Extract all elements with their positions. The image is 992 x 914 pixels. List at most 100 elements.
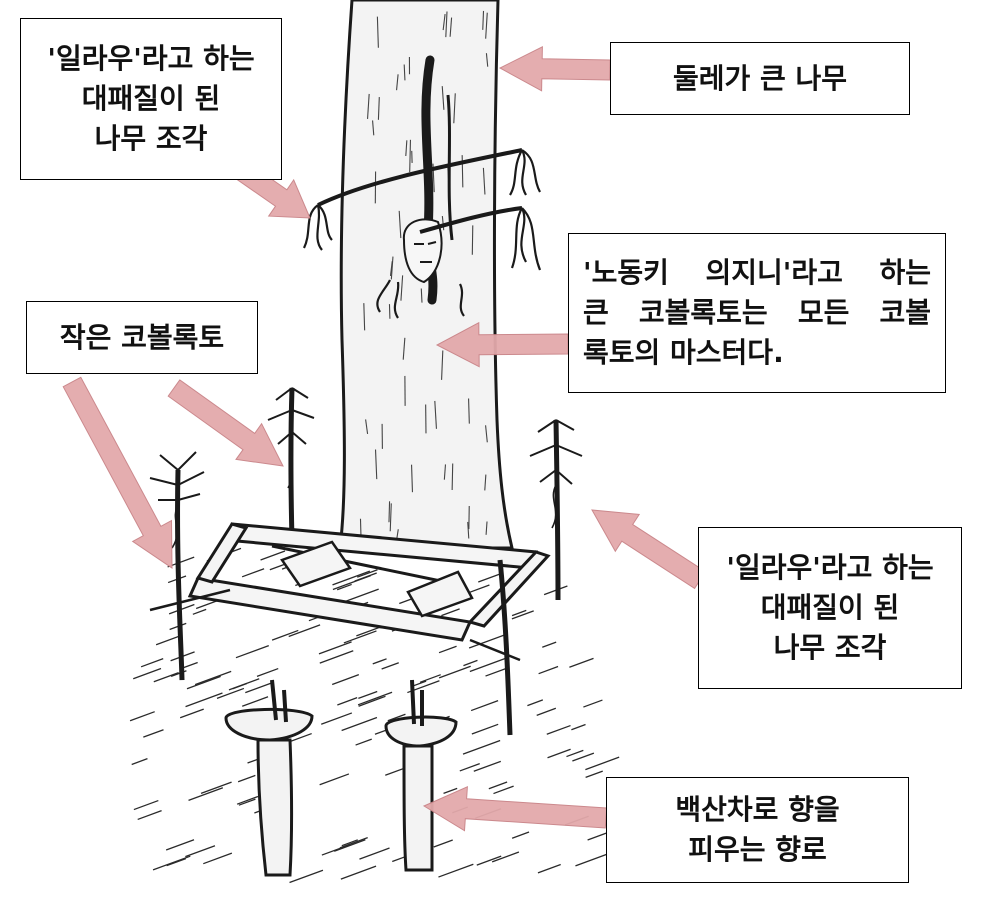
hatch-stroke (216, 687, 245, 699)
hatch-stroke (152, 855, 191, 871)
bark-stroke (390, 256, 394, 280)
hatch-stroke (334, 839, 366, 852)
hatch-stroke (536, 707, 557, 716)
bark-stroke (409, 139, 412, 173)
hatch-stroke (192, 608, 207, 615)
label-line: 나무 조각 (94, 121, 208, 155)
label-big-tree: 둘레가 큰 나무 (610, 42, 910, 115)
hatch-stroke (357, 691, 393, 706)
hatch-stroke (165, 839, 195, 851)
bark-stroke (443, 464, 447, 480)
bark-stroke (366, 93, 370, 119)
bark-stroke (485, 53, 489, 67)
hatch-stroke (438, 665, 471, 679)
hatch-stroke (511, 610, 534, 620)
bark-stroke (363, 303, 366, 331)
hatch-stroke (133, 799, 159, 811)
hatch-stroke (358, 695, 386, 707)
bark-stroke (376, 16, 379, 48)
bark-stroke (420, 288, 423, 303)
bark-stroke (400, 275, 404, 301)
annotation-arrows (62, 45, 707, 832)
hatch-stroke (476, 855, 502, 866)
hatch-stroke (575, 852, 611, 867)
hatch-stroke (185, 845, 216, 858)
hatch-stroke (473, 760, 502, 772)
hatch-stroke (319, 773, 350, 786)
label-line: 큰 코볼록토는 모든 코볼 (583, 296, 931, 330)
hatch-stroke (185, 692, 223, 708)
bark-stroke (389, 261, 393, 276)
hatch-stroke (331, 674, 360, 686)
pointer-arrow (435, 321, 569, 368)
pointer-arrow (62, 376, 173, 569)
hatch-stroke (131, 758, 148, 766)
hatch-stroke (143, 729, 164, 738)
bark-stroke (453, 93, 456, 124)
hatch-stroke (153, 672, 179, 683)
hatch-stroke (256, 667, 279, 677)
label-line: 백산차로 향을 (675, 793, 840, 827)
hatch-stroke (355, 738, 372, 746)
bark-stroke (451, 463, 454, 490)
hatch-stroke (200, 781, 232, 794)
bark-stroke (403, 64, 406, 81)
hatch-stroke (236, 795, 259, 805)
hatch-stroke (155, 634, 182, 646)
hatch-stroke (188, 787, 224, 802)
label-line: '일라우'라고 하는 (47, 42, 255, 76)
carved-face-on-trunk (402, 218, 443, 284)
hatch-stroke (318, 641, 352, 655)
hatch-stroke (571, 723, 586, 731)
hatch-stroke (527, 699, 544, 707)
bark-stroke (484, 474, 487, 491)
bark-stroke (388, 501, 391, 523)
hatch-stroke (469, 657, 507, 673)
hatch-stroke (372, 658, 387, 665)
bark-stroke (402, 337, 406, 360)
hatch-stroke (471, 723, 499, 735)
bark-stroke (467, 521, 470, 539)
pointer-arrow (591, 509, 707, 590)
bark-stroke (482, 10, 485, 30)
hatch-stroke (132, 667, 162, 680)
hatch-stroke (194, 670, 232, 686)
hatch-stroke (463, 659, 478, 667)
hatch-stroke (546, 724, 571, 735)
label-master-kobold: '노동키 의지니'라고 하는 큰 코볼록토는 모든 코볼 록토의 마스터다. (568, 233, 946, 393)
bark-stroke (485, 425, 488, 443)
hatch-stroke (271, 629, 299, 641)
label-line: '일라우'라고 하는 (726, 551, 934, 585)
hatch-stroke (547, 748, 571, 759)
bark-stroke (485, 521, 488, 535)
bark-stroke (434, 400, 437, 429)
bark-stroke (468, 398, 470, 424)
bark-stroke (441, 216, 445, 231)
hatch-stroke (319, 650, 354, 664)
hatch-stroke (443, 787, 458, 794)
hatch-stroke (336, 583, 352, 591)
hatch-stroke (419, 674, 441, 683)
hatch-stroke (462, 739, 501, 755)
label-censer: 백산차로 향을 피우는 향로 (606, 777, 909, 883)
hatch-stroke (491, 851, 520, 863)
hatch-stroke (438, 645, 457, 654)
hatch-stroke (181, 661, 198, 669)
small-kobold-posts (149, 387, 583, 681)
bark-stroke (441, 86, 445, 110)
hatch-stroke (354, 572, 377, 582)
hatch-stroke (332, 570, 371, 586)
label-line: 피우는 향로 (688, 833, 827, 866)
bark-stroke (441, 350, 444, 380)
hatch-stroke (340, 865, 377, 880)
bark-stroke (396, 74, 399, 91)
hatch-stroke (572, 752, 595, 762)
hatch-stroke (538, 665, 559, 675)
hatch-stroke (358, 690, 378, 700)
hatch-stroke (289, 869, 324, 884)
wooden-altar-frame (149, 522, 551, 736)
hatch-stroke (235, 644, 269, 659)
hatch-stroke (387, 713, 406, 722)
hatch-stroke (166, 857, 187, 867)
hatch-stroke (137, 810, 162, 821)
